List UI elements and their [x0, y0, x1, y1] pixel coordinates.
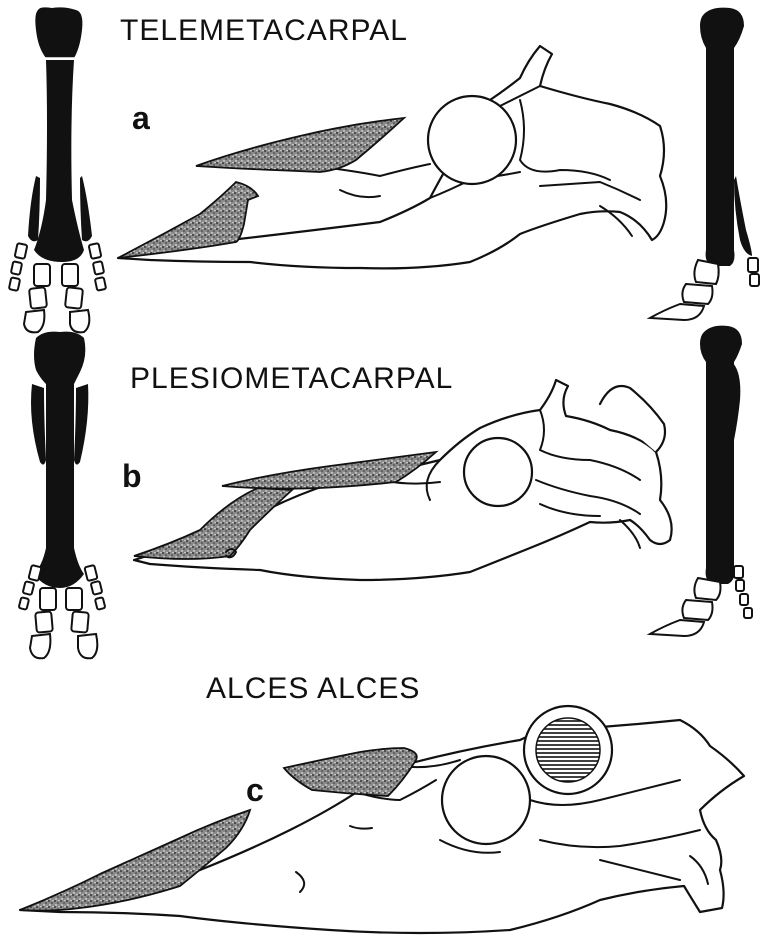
foot-b-side — [650, 326, 752, 636]
foot-a-side — [650, 8, 759, 320]
skull-c — [20, 706, 744, 933]
panel-label-c: c — [246, 772, 264, 809]
heading-telemetacarpal: TELEMETACARPAL — [120, 14, 408, 48]
panel-label-a: a — [132, 100, 150, 137]
heading-plesiometacarpal: PLESIOMETACARPAL — [130, 362, 453, 396]
foot-b-front — [19, 332, 106, 659]
skull-b — [134, 380, 672, 580]
heading-alces-alces: ALCES ALCES — [206, 672, 420, 706]
panel-label-b: b — [122, 458, 142, 495]
skull-a — [118, 46, 666, 268]
foot-a-front — [9, 7, 106, 332]
